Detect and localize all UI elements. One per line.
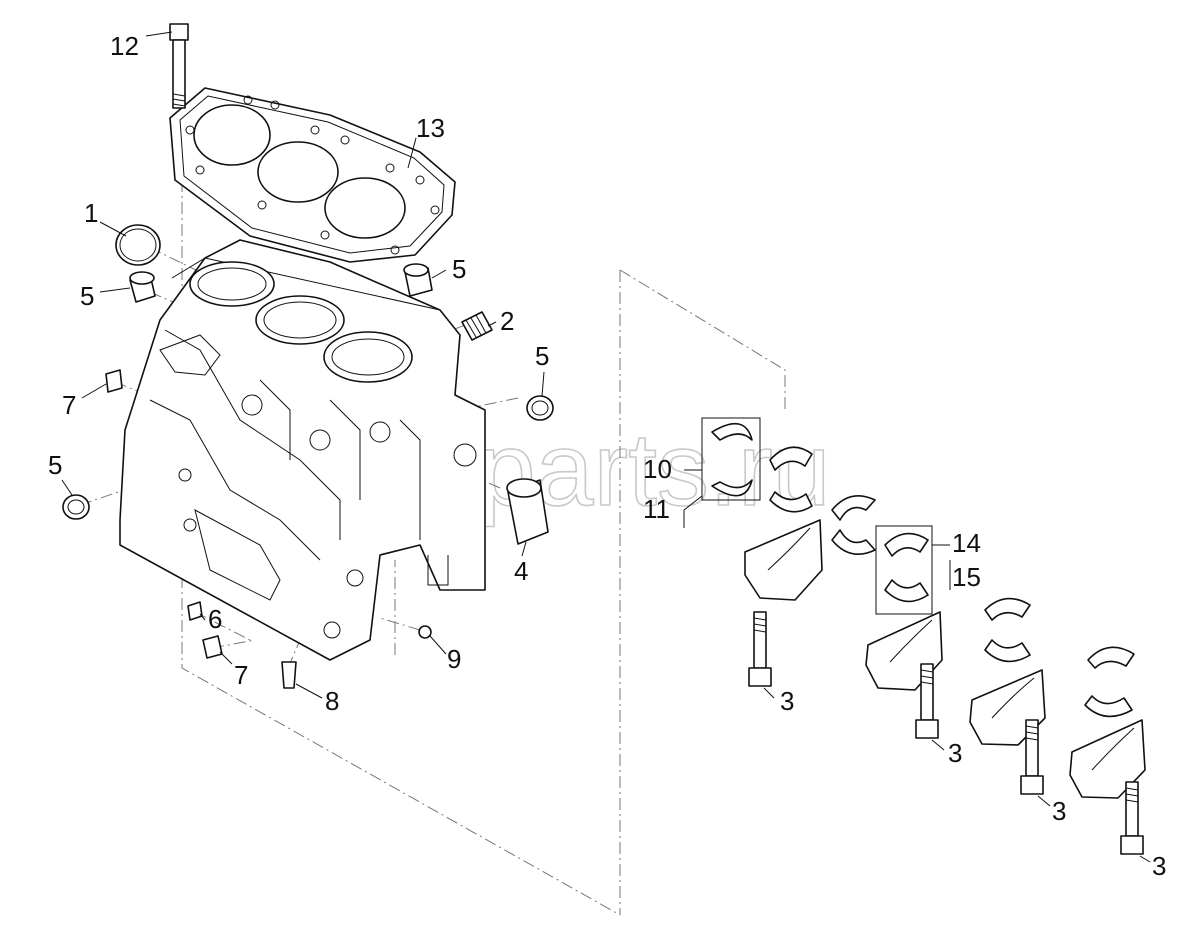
callout-labels: 12 13 1 5 5 2 5 7 5 4 6 7 8 9 10 11 14 1…	[48, 31, 1166, 881]
screw-plug-upper	[105, 369, 123, 393]
ball-plug	[418, 625, 432, 639]
main-bearing-bolt-1	[748, 611, 772, 687]
callout-14: 14	[952, 528, 981, 558]
callout-13: 13	[416, 113, 445, 143]
callout-3-bolt-3: 3	[1052, 796, 1066, 826]
cylinder-head-gasket	[169, 87, 456, 263]
screw-plug-small	[187, 601, 203, 621]
main-bearing-bolt-2	[915, 663, 939, 739]
callout-5-right-upper: 5	[452, 254, 466, 284]
callout-1: 1	[84, 198, 98, 228]
callout-12: 12	[110, 31, 139, 61]
plug-right-upper	[403, 263, 433, 297]
plug-left-upper	[129, 271, 156, 303]
callout-3-bolt-1: 3	[780, 686, 794, 716]
callout-7-lower: 7	[234, 660, 248, 690]
cylinder-head-bolt	[169, 23, 189, 109]
o-ring	[115, 224, 161, 266]
leader-lines	[61, 31, 1151, 863]
bushing	[506, 478, 549, 545]
callout-3-bolt-2: 3	[948, 738, 962, 768]
plug-right-mid	[526, 395, 554, 421]
callout-4: 4	[514, 556, 528, 586]
callout-7-upper: 7	[62, 390, 76, 420]
callout-2: 2	[500, 306, 514, 336]
main-bearing-bolt-4	[1120, 781, 1144, 855]
oil-jet	[281, 661, 297, 689]
callout-9: 9	[447, 644, 461, 674]
main-bearing-shells	[875, 525, 1135, 718]
callout-6: 6	[208, 604, 222, 634]
callout-10: 10	[643, 454, 672, 484]
screw-plug-lower	[202, 635, 223, 659]
callout-5-left-upper: 5	[80, 281, 94, 311]
callout-5-left-lower: 5	[48, 450, 62, 480]
plug-left-lower	[62, 494, 90, 520]
engine-block	[119, 239, 486, 661]
main-bearing-bolt-3	[1020, 719, 1044, 795]
main-bearing-cap-1	[744, 519, 823, 601]
callout-5-right-mid: 5	[535, 341, 549, 371]
thrust-washers	[701, 417, 876, 556]
callout-8: 8	[325, 686, 339, 716]
callout-11: 11	[643, 494, 670, 524]
main-bearing-cap-4	[1069, 719, 1146, 799]
threaded-plug	[461, 311, 493, 341]
callout-3-bolt-4: 3	[1152, 851, 1166, 881]
callout-15: 15	[952, 562, 981, 592]
